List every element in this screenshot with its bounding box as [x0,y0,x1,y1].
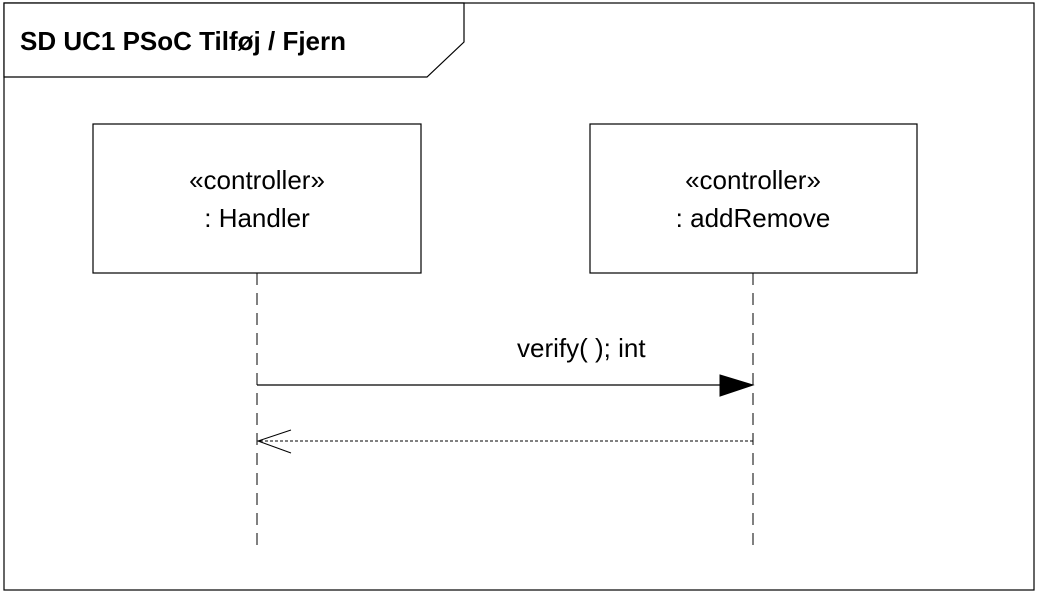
lifeline-stereotype: «controller» [189,165,325,195]
message-return [256,429,753,454]
diagram-frame [3,2,1035,591]
lifeline-name: : Handler [204,203,310,233]
message-label: verify( ); int [517,333,646,363]
lifeline-head-handler [92,123,422,274]
frame-title-tab [3,2,465,78]
filled-arrowhead-icon [719,374,755,397]
message-verify: verify( ); int [257,333,755,397]
open-arrowhead-icon [256,429,292,454]
lifeline-addremove: «controller» : addRemove [589,123,918,553]
lifeline-name: : addRemove [676,203,831,233]
lifeline-stereotype: «controller» [685,165,821,195]
frame-title: SD UC1 PSoC Tilføj / Fjern [20,26,346,56]
lifeline-head-addremove [589,123,918,274]
lifeline-handler: «controller» : Handler [92,123,422,553]
